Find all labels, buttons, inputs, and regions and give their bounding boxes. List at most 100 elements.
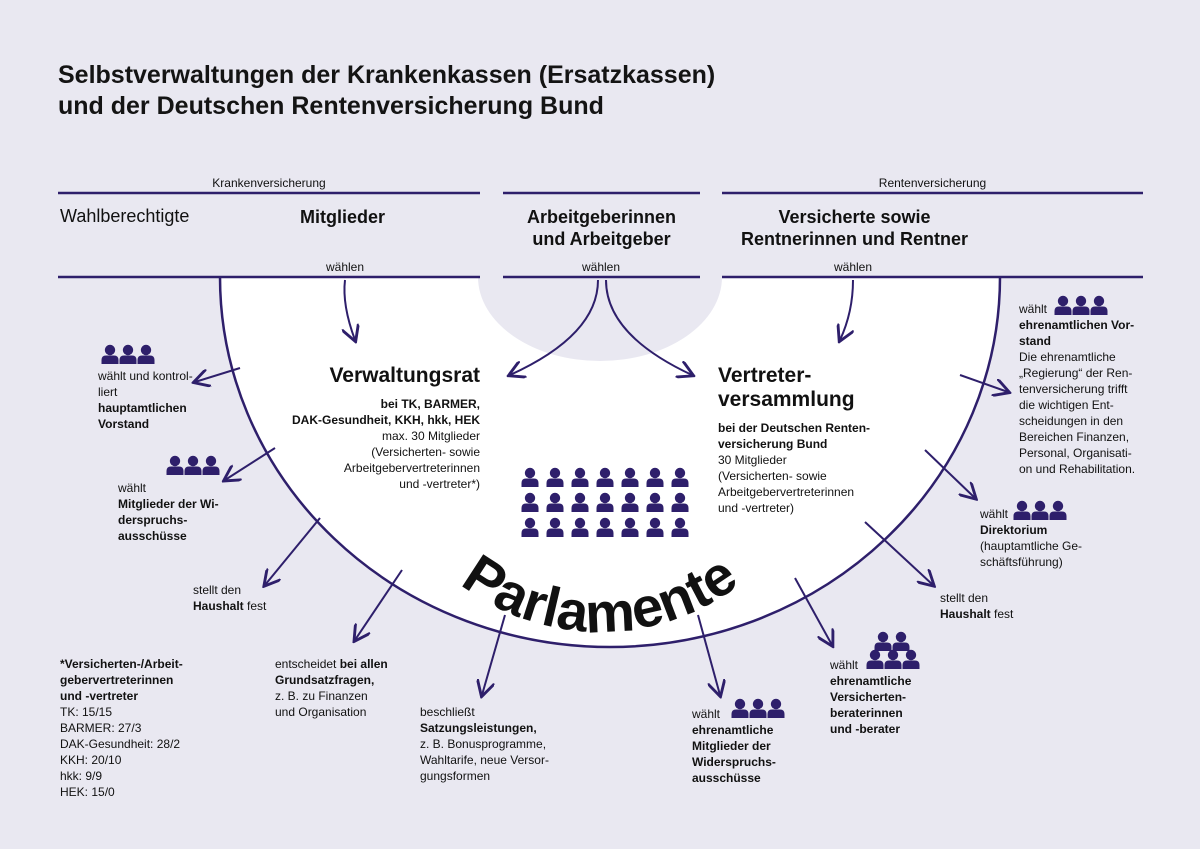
note-haushalt-right: stellt den Haushalt fest [940,590,1013,622]
arrow-widerspruch-left [225,447,276,480]
note-grundsatz-bold-2: Grundsatzfragen, [275,673,375,687]
column-versicherte: Versicherte sowie Rentnerinnen und Rentn… [722,206,987,250]
verwaltungsrat-bold-1: bei TK, BARMER, [380,397,480,411]
vertreter-text-2: (Versicherten- sowie [718,469,827,483]
footnote-bold-1: *Versicherten-/Arbeit- [60,657,183,671]
header-krankenversicherung: Krankenversicherung [212,176,326,190]
note-haushalt-left-after: fest [243,599,267,613]
note-satzung-bold: Satzungsleistungen, [420,721,537,735]
arrow-satzung [482,614,506,695]
label-wahlberechtigte: Wahlberechtigte [60,206,190,226]
note-vorstand-left: wählt und kontrol- liert hauptamtlichen … [98,368,193,432]
vertreter-block: Vertreter- versammlung bei der Deutschen… [718,364,870,516]
note-ehren-vorstand-rest-1: Die ehrenamtliche [1019,350,1116,364]
note-berater: wählt ehrenamtliche Versicherten- berate… [830,657,911,737]
note-haushalt-left-plain: stellt den [193,583,242,597]
note-widerspruch-bold-1: Mitglieder der Wi- [118,497,219,511]
arrow-haushalt-right [864,521,933,585]
arrow-ehren-vorstand [959,374,1008,392]
versicherte-line-1: Versicherte sowie [778,207,931,227]
note-vorstand-bold-1: hauptamtlichen [98,401,187,415]
icon-people-vorstand-left [101,344,155,364]
arrow-ehren-widerspruch [697,614,720,695]
vertreter-title-2: versammlung [718,388,855,411]
note-grundsatz-bold-1: bei allen [339,657,388,671]
note-haushalt-left-bold: Haushalt [193,599,244,613]
note-ehren-vorstand: wählt ehrenamtlichen Vor- stand Die ehre… [1019,301,1135,477]
footnote-row-tk: TK: 15/15 [60,705,113,719]
note-ehren-widerspruch-bold-4: ausschüsse [692,771,761,785]
waehlen-left: wählen [325,260,365,274]
note-ehren-vorstand-bold-1: ehrenamtlichen Vor- [1019,318,1135,332]
vertreter-text-3: Arbeitgebervertreterinnen [718,485,855,499]
note-ehren-widerspruch-bold-2: Mitglieder der [692,739,771,753]
arrow-direktorium [924,449,975,498]
note-direktorium-plain: wählt [980,507,1009,521]
note-grundsatz-rest-2: und Organisation [275,705,367,719]
note-grundsatz: entscheidet bei allen Grundsatzfragen, z… [275,656,388,720]
note-vorstand-plain-2: liert [98,385,118,399]
note-direktorium-rest-1: (hauptamtliche Ge- [980,539,1083,553]
note-widerspruch-bold-3: ausschüsse [118,529,187,543]
note-vorstand-bold-2: Vorstand [98,417,150,431]
note-direktorium: wählt Direktorium (hauptamtliche Ge- sch… [980,506,1082,570]
vertreter-text-1: 30 Mitglieder [718,453,787,467]
note-ehren-widerspruch-plain: wählt [692,707,721,721]
title-line-1: Selbstverwaltungen der Krankenkassen (Er… [58,61,716,89]
arrow-berater [794,577,832,645]
arrow-arbeitgeber-vertreter [605,279,692,375]
note-ehren-vorstand-rest-6: Bereichen Finanzen, [1019,430,1130,444]
note-ehren-vorstand-rest-4: die wichtigen Ent- [1019,398,1114,412]
waehlen-middle: wählen [581,260,621,274]
vertreter-bold-2: versicherung Bund [718,437,828,451]
note-ehren-vorstand-rest-8: on und Rehabilitation. [1019,462,1136,476]
note-haushalt-right-bold: Haushalt [940,607,991,621]
footnote-row-dak: DAK-Gesundheit: 28/2 [60,737,181,751]
arrow-grundsatz [355,569,403,640]
note-ehren-vorstand-rest-5: scheidungen in den [1019,414,1124,428]
note-haushalt-right-plain: stellt den [940,591,989,605]
parliament-notch [478,277,722,361]
note-ehren-vorstand-plain: wählt [1019,302,1048,316]
column-arbeitgeber: Arbeitgeberinnen und Arbeitgeber [503,206,700,250]
verwaltungsrat-text-1: max. 30 Mitglieder [381,429,480,443]
verwaltungsrat-bold-2: DAK-Gesundheit, KKH, hkk, HEK [291,413,480,427]
arrow-vorstand-left [195,367,241,382]
note-vorstand-plain-1: wählt und kontrol- [98,369,193,383]
parliament-shape [220,277,1000,647]
header-rentenversicherung: Rentenversicherung [878,176,987,190]
footnote-row-hkk: hkk: 9/9 [60,769,103,783]
note-satzung-rest-1: z. B. Bonusprogramme, [420,737,547,751]
verwaltungsrat-text-3: Arbeitgebervertreterinnen [343,461,480,475]
arbeitgeber-line-2: und Arbeitgeber [532,229,671,249]
note-widerspruch-left: wählt Mitglieder der Wi- derspruchs- aus… [118,480,219,544]
column-mitglieder: Mitglieder [299,207,385,227]
page-title: Selbstverwaltungen der Krankenkassen (Er… [58,60,715,122]
note-berater-bold-2: Versicherten- [830,690,907,704]
icon-people-berater-top [874,631,910,651]
verwaltungsrat-text-4: und -vertreter*) [399,477,480,491]
note-direktorium-bold: Direktorium [980,523,1048,537]
footnote-bold-3: und -vertreter [60,689,139,703]
arrow-haushalt-left [265,517,321,585]
title-line-2: und der Deutschen Rentenversicherung Bun… [58,92,604,120]
note-ehren-vorstand-bold-2: stand [1019,334,1052,348]
note-widerspruch-bold-2: derspruchs- [118,513,188,527]
arrow-versicherte-vertreter [840,279,853,340]
note-direktorium-rest-2: schäftsführung) [980,555,1063,569]
footnote-row-barmer: BARMER: 27/3 [60,721,142,735]
note-satzung-rest-3: gungsformen [420,769,491,783]
verwaltungsrat-text-2: (Versicherten- sowie [371,445,480,459]
note-berater-bold-3: beraterinnen [830,706,903,720]
note-satzung-rest-2: Wahltarife, neue Versor- [420,753,549,767]
note-berater-bold-4: und -berater [830,722,901,736]
note-berater-plain: wählt [830,658,859,672]
note-berater-bold-1: ehrenamtliche [830,674,912,688]
note-haushalt-left: stellt den Haushalt fest [193,582,266,614]
waehlen-right: wählen [833,260,873,274]
note-widerspruch-plain: wählt [118,481,147,495]
vertreter-title-1: Vertreter- [718,364,812,387]
vertreter-text-4: und -vertreter) [718,501,795,515]
versicherte-line-2: Rentnerinnen und Rentner [740,229,968,249]
